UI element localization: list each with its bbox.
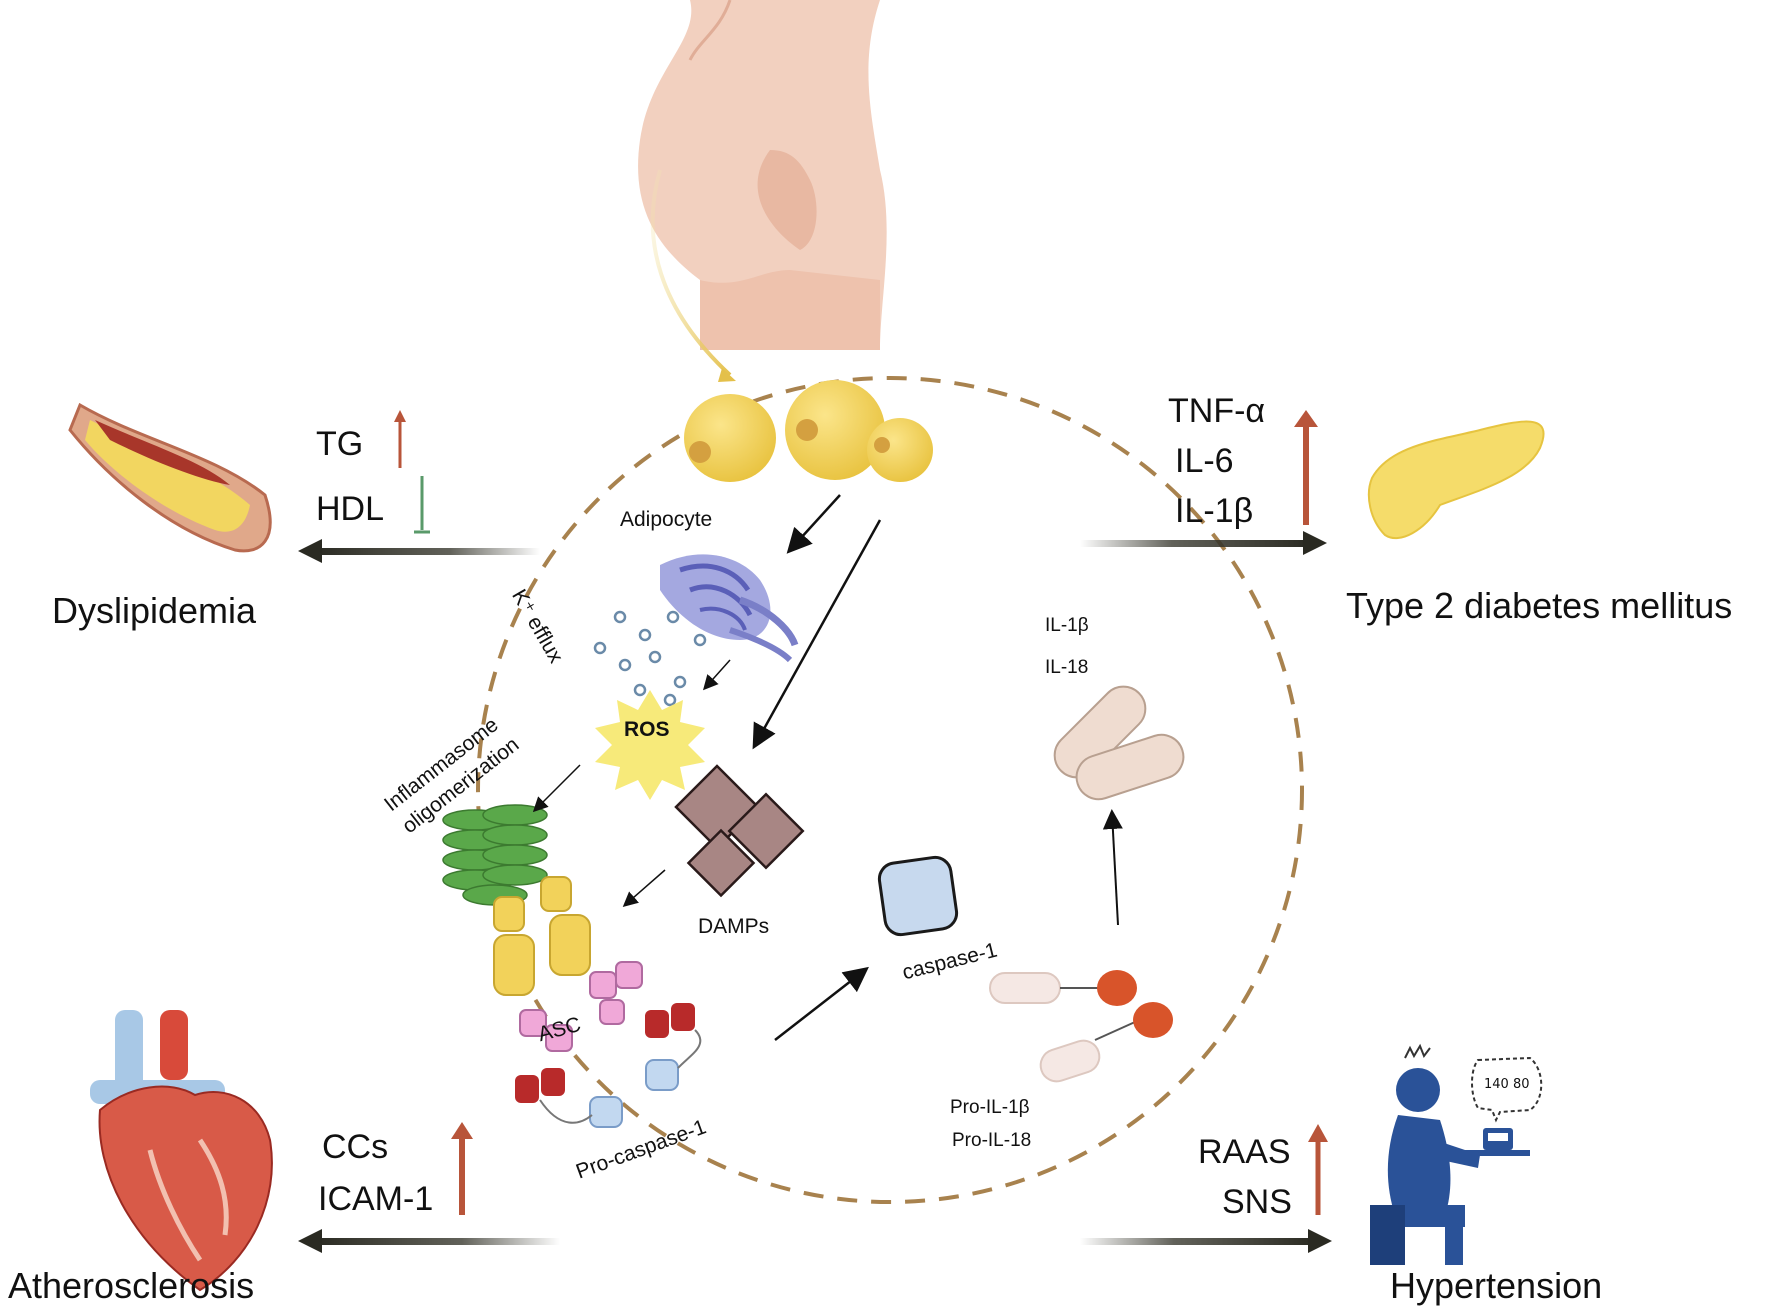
inflammasome-complex [442, 804, 548, 906]
pathway-arrows [532, 494, 1123, 1041]
raas-label: RAAS [1198, 1133, 1291, 1171]
marker-arrows [394, 410, 1328, 1215]
tg-label: TG [316, 425, 364, 463]
caspase-box [877, 855, 959, 937]
belly-to-adipocyte-arrow [650, 169, 732, 377]
nlrp-segments [493, 876, 591, 996]
atherosclerosis-label: Atherosclerosis [8, 1265, 255, 1306]
k-efflux-ions [593, 610, 707, 707]
pro-caspase-proteins [515, 1003, 702, 1128]
hdl-label: HDL [316, 490, 385, 528]
pregnant-body-illustration [638, 0, 887, 350]
hypertension-person-illustration [1370, 1043, 1543, 1265]
ros-label: ROS [624, 718, 670, 741]
il6-label: IL-6 [1175, 442, 1234, 480]
pancreas-illustration [1367, 420, 1545, 540]
il1b-small-label: IL-1β [1045, 615, 1089, 636]
pro-il18-label: Pro-IL-18 [952, 1130, 1032, 1151]
damps-label: DAMPs [698, 915, 770, 938]
bp-monitor-reading: 140 80 [1484, 1077, 1530, 1092]
pro-il1b-label: Pro-IL-1β [950, 1097, 1030, 1118]
hypertension-label: Hypertension [1390, 1265, 1603, 1306]
outer-arrows [298, 531, 1332, 1253]
golgi-illustration [660, 554, 799, 663]
dashed-circle [476, 376, 1304, 1204]
artery-illustration [68, 402, 272, 553]
heart-illustration [90, 1010, 273, 1292]
sns-label: SNS [1222, 1183, 1292, 1221]
il18-small-label: IL-18 [1045, 657, 1089, 678]
asc-proteins [519, 961, 643, 1052]
icam-label: ICAM-1 [318, 1180, 434, 1218]
mature-il-capsules [1053, 685, 1185, 801]
t2dm-label: Type 2 diabetes mellitus [1346, 585, 1733, 626]
dyslipidemia-label: Dyslipidemia [52, 590, 257, 631]
il1b-label: IL-1β [1175, 492, 1254, 530]
tnf-label: TNF-α [1168, 392, 1266, 430]
ros-starburst [595, 690, 705, 800]
ccs-label: CCs [322, 1128, 389, 1166]
damps-shapes [674, 764, 805, 898]
pro-il-molecules [989, 970, 1173, 1083]
adipocyte-cells [684, 380, 933, 482]
adipocyte-label: Adipocyte [620, 508, 713, 531]
